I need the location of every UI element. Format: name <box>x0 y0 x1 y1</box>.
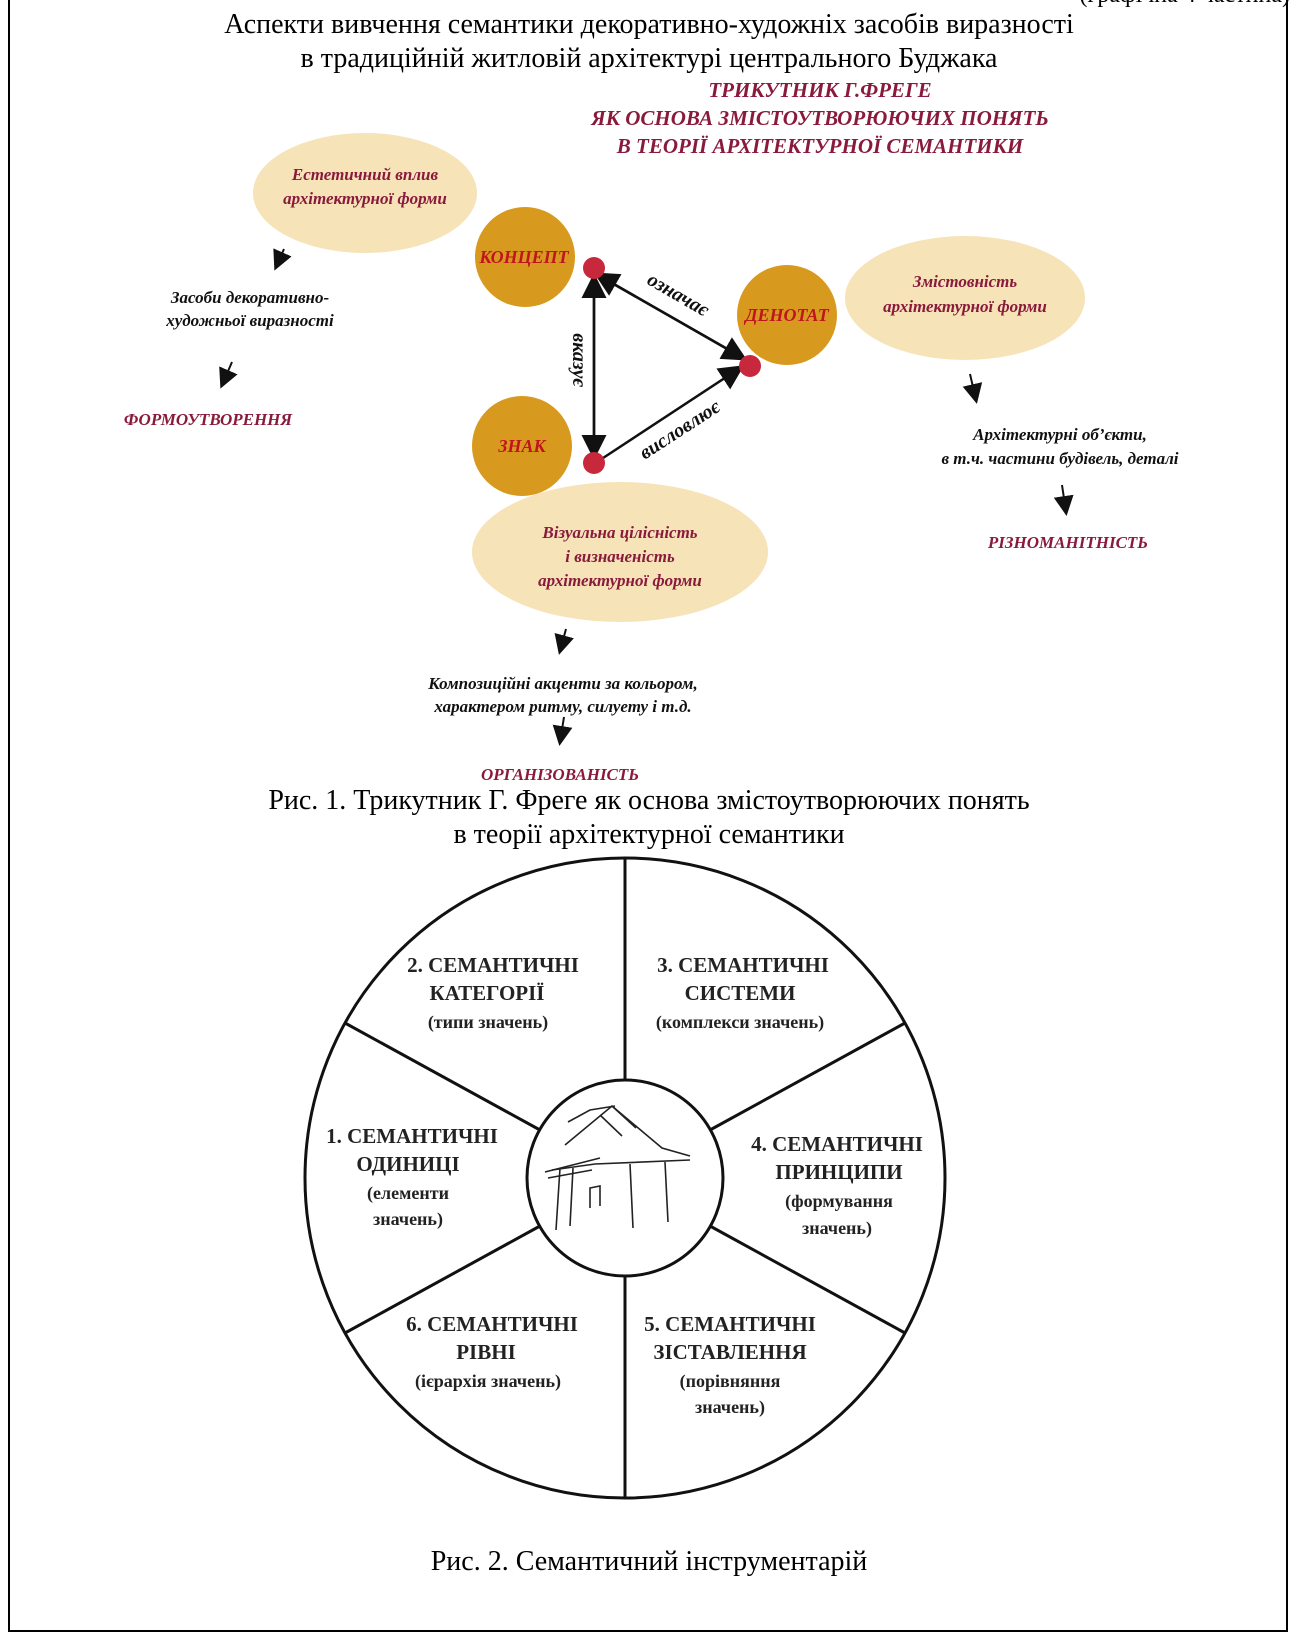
point-sign <box>583 452 605 474</box>
node-concept <box>475 207 575 307</box>
ellipse-visual <box>472 482 768 622</box>
left-arrow-1 <box>273 248 292 271</box>
sector-2-line-3: (типи значень) <box>428 1012 548 1033</box>
page-title-line-1: Аспекти вивчення семантики декоративно-х… <box>224 9 1074 40</box>
bottom-result: ОРГАНІЗОВАНІСТЬ <box>481 765 639 784</box>
edge-sign-denotat <box>599 365 745 462</box>
sector-5-line-4: значень) <box>695 1397 765 1418</box>
right-middle-line-2: в т.ч. частини будівель, деталі <box>941 449 1178 468</box>
sector-4-line-1: 4. СЕМАНТИЧНІ <box>751 1132 923 1156</box>
sector-1-line-2: ОДИНИЦІ <box>356 1152 459 1176</box>
fig1-heading-line-3: В ТЕОРІЇ АРХІТЕКТУРНОЇ СЕМАНТИКИ <box>616 134 1024 158</box>
sector-4-line-3: (формування <box>785 1191 893 1212</box>
right-arrow-1 <box>962 373 983 404</box>
bottom-arrow-1 <box>554 628 574 655</box>
wheel-inner-circle <box>525 1078 725 1278</box>
point-denotat <box>739 355 761 377</box>
left-arrow-2 <box>219 361 238 389</box>
ellipse-content <box>845 236 1085 360</box>
sector-5-line-1: 5. СЕМАНТИЧНІ <box>644 1312 816 1336</box>
left-middle-line-2: художньої виразності <box>165 311 334 330</box>
sector-5-line-2: ЗІСТАВЛЕННЯ <box>653 1340 806 1364</box>
page-frame <box>8 0 1288 1632</box>
clipped-header-text: (графічна 4 частина) <box>700 0 1290 12</box>
sector-4-line-2: ПРИНЦИПИ <box>775 1160 902 1184</box>
fig1-caption-line-2: в теорії архітектурної семантики <box>453 819 845 850</box>
node-sign-label: ЗНАК <box>497 436 547 456</box>
fig1-heading-line-1: ТРИКУТНИК Г.ФРЕГЕ <box>708 78 931 102</box>
ellipse-visual-line-2: і визначеність <box>565 547 675 566</box>
fig1-caption-line-1: Рис. 1. Трикутник Г. Фреге як основа змі… <box>268 785 1030 816</box>
sector-1-line-1: 1. СЕМАНТИЧНІ <box>326 1124 498 1148</box>
sector-2-line-1: 2. СЕМАНТИЧНІ <box>407 953 579 977</box>
sector-2-line-2: КАТЕГОРІЇ <box>430 981 545 1005</box>
right-arrow-2 <box>1053 484 1074 516</box>
divider-lower-right <box>709 1224 906 1335</box>
ellipse-content-line-2: архітектурної форми <box>883 297 1047 316</box>
house-sketch-icon <box>544 1104 691 1231</box>
node-denotat <box>737 265 837 365</box>
bottom-middle-line-1: Композиційні акценти за кольором, <box>427 674 697 693</box>
node-sign <box>472 396 572 496</box>
sector-6-line-3: (ієрархія значень) <box>415 1371 561 1392</box>
left-middle-line-1: Засоби декоративно- <box>170 288 330 307</box>
node-concept-label: КОНЦЕПТ <box>478 247 569 267</box>
ellipse-content-line-1: Змістовність <box>912 272 1018 291</box>
ellipse-aesthetic <box>253 133 477 253</box>
divider-upper-right <box>709 1021 906 1132</box>
right-result: РІЗНОМАНІТНІСТЬ <box>987 533 1148 552</box>
sector-3-line-3: (комплекси значень) <box>656 1012 824 1033</box>
divider-lower-left <box>344 1224 541 1335</box>
node-denotat-label: ДЕНОТАТ <box>743 305 829 325</box>
sector-6-line-1: 6. СЕМАНТИЧНІ <box>406 1312 578 1336</box>
ellipse-visual-line-3: архітектурної форми <box>538 571 702 590</box>
edge-denotat-concept <box>593 272 744 360</box>
fig1-heading-line-2: ЯК ОСНОВА ЗМІСТОУТВОРЮЮЧИХ ПОНЯТЬ <box>590 106 1048 130</box>
bottom-arrow-2 <box>552 716 573 746</box>
ellipse-aesthetic-line-1: Естетичний вплив <box>291 165 439 184</box>
sector-3-line-2: СИСТЕМИ <box>685 981 796 1005</box>
sector-4-line-4: значень) <box>802 1218 872 1239</box>
bottom-middle-line-2: характером ритму, силуету і т.д. <box>433 697 691 716</box>
page-title-line-2: в традиційній житловій архітектурі центр… <box>300 43 998 74</box>
sector-5-line-3: (порівняння <box>680 1371 781 1392</box>
left-result: ФОРМОУТВОРЕННЯ <box>124 410 294 429</box>
divider-upper-left <box>344 1021 541 1132</box>
edge-label-indicates: вказує <box>568 333 590 387</box>
sector-6-line-2: РІВНІ <box>456 1340 516 1364</box>
fig2-caption: Рис. 2. Семантичний інструментарій <box>430 1546 868 1577</box>
sector-1-line-3: (елементи <box>367 1183 449 1204</box>
ellipse-aesthetic-line-2: архітектурної форми <box>283 189 447 208</box>
right-middle-line-1: Архітектурні об’єкти, <box>972 425 1147 444</box>
ellipse-visual-line-1: Візуальна цілісність <box>541 523 697 542</box>
sector-3-line-1: 3. СЕМАНТИЧНІ <box>657 953 829 977</box>
sector-1-line-4: значень) <box>373 1209 443 1230</box>
point-concept <box>583 257 605 279</box>
